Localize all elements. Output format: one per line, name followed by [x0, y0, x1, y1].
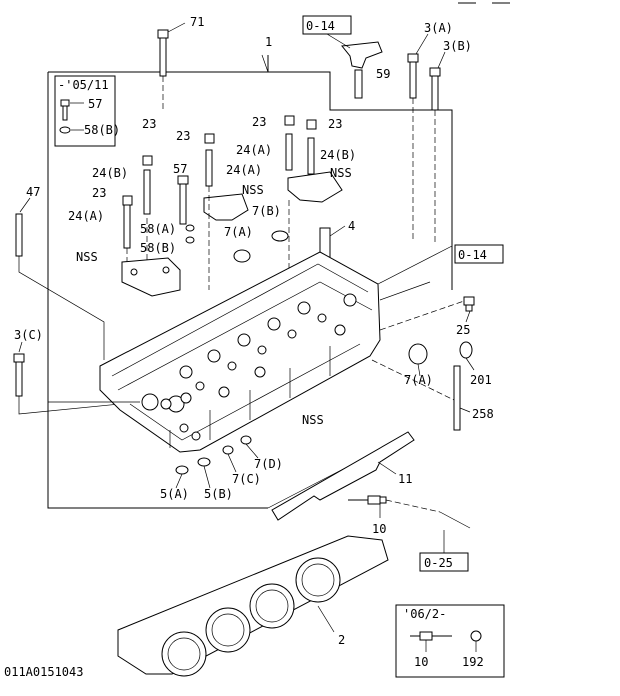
label-23: 23: [92, 186, 106, 200]
injector-line-0-25: [439, 511, 471, 553]
label-3c: 3(C): [14, 328, 43, 342]
label-24a-right: 24(A): [236, 143, 272, 157]
cylinder-head-body: [99, 251, 381, 453]
label-0-14-right: 0-14: [458, 248, 487, 262]
label-24a-mid: 24(A): [226, 163, 262, 177]
label-201: 201: [470, 373, 492, 387]
label-23: 23: [328, 117, 342, 131]
seal-7b: [271, 230, 289, 242]
bolt-3b: [429, 51, 446, 245]
label-24b-left: 24(B): [92, 166, 128, 180]
leader-line: [245, 443, 259, 459]
leader-line: [377, 245, 453, 285]
label-nss: NSS: [242, 183, 264, 197]
label-3b: 3(B): [443, 39, 472, 53]
assembly-frame: [47, 54, 453, 509]
label-59: 59: [376, 67, 390, 81]
label-10-inset: 10: [414, 655, 428, 669]
label-5a: 5(A): [160, 487, 189, 501]
cam-cap-right: [284, 115, 343, 330]
plug-25: [379, 296, 475, 331]
seal-7d: [240, 435, 252, 445]
inset-box-0602: [395, 604, 505, 678]
bracket-11: [271, 431, 415, 521]
label-23: 23: [142, 117, 156, 131]
label-258: 258: [472, 407, 494, 421]
label-7a-right: 7(A): [404, 373, 433, 387]
plug-7a-right: [408, 343, 428, 377]
label-24b-right: 24(B): [320, 148, 356, 162]
cam-cap-left: [121, 155, 181, 297]
inset-box-0511: [54, 75, 116, 147]
label-24a-left: 24(A): [68, 209, 104, 223]
drawing-number: 011A0151043: [4, 665, 83, 679]
cam-cap-middle: [177, 133, 249, 290]
seal-5a: [175, 465, 189, 475]
leader-line: [175, 473, 183, 489]
label-nss: NSS: [76, 250, 98, 264]
seal-7a-top: [233, 249, 251, 263]
seal-7c: [222, 445, 234, 455]
seal-5b: [197, 457, 211, 467]
glow-plug-10: [348, 495, 441, 518]
leader-line: [227, 453, 237, 473]
label-58a: 58(A): [140, 222, 176, 236]
label-57-inset: 57: [88, 97, 102, 111]
label-25: 25: [456, 323, 470, 337]
label-7b: 7(B): [252, 204, 281, 218]
label-58b-inset: 58(B): [84, 123, 120, 137]
label-58b: 58(B): [140, 241, 176, 255]
label-7d: 7(D): [254, 457, 283, 471]
label-2: 2: [338, 633, 345, 647]
label-4: 4: [348, 219, 355, 233]
label-71: 71: [190, 15, 204, 29]
head-gasket-2: [117, 535, 389, 677]
label-57: 57: [173, 162, 187, 176]
label-date-0602: '06/2-: [403, 607, 446, 621]
label-7c: 7(C): [232, 472, 261, 486]
bolt-3a: [407, 33, 429, 240]
label-1: 1: [265, 35, 272, 49]
seal-201: [459, 341, 475, 371]
bolt-3c: [13, 341, 141, 415]
stud-258: [371, 359, 471, 431]
label-11: 11: [398, 472, 412, 486]
label-10: 10: [372, 522, 386, 536]
leader-line: [379, 281, 431, 301]
label-3a: 3(A): [424, 21, 453, 35]
bolt-71: [157, 22, 186, 110]
label-7a-top: 7(A): [224, 225, 253, 239]
label-47: 47: [26, 185, 40, 199]
label-nss: NSS: [330, 166, 352, 180]
label-192: 192: [462, 655, 484, 669]
label-date-0511: -'05/11: [58, 78, 109, 92]
label-nss: NSS: [302, 413, 324, 427]
ref-box-0-14-right: [454, 244, 504, 264]
label-0-14-top: 0-14: [306, 19, 335, 33]
stud-47: [15, 197, 105, 360]
label-0-25: 0-25: [424, 556, 453, 570]
label-23: 23: [252, 115, 266, 129]
leader-line: [203, 465, 211, 489]
bracket-part: [326, 33, 383, 99]
label-5b: 5(B): [204, 487, 233, 501]
label-23: 23: [176, 129, 190, 143]
